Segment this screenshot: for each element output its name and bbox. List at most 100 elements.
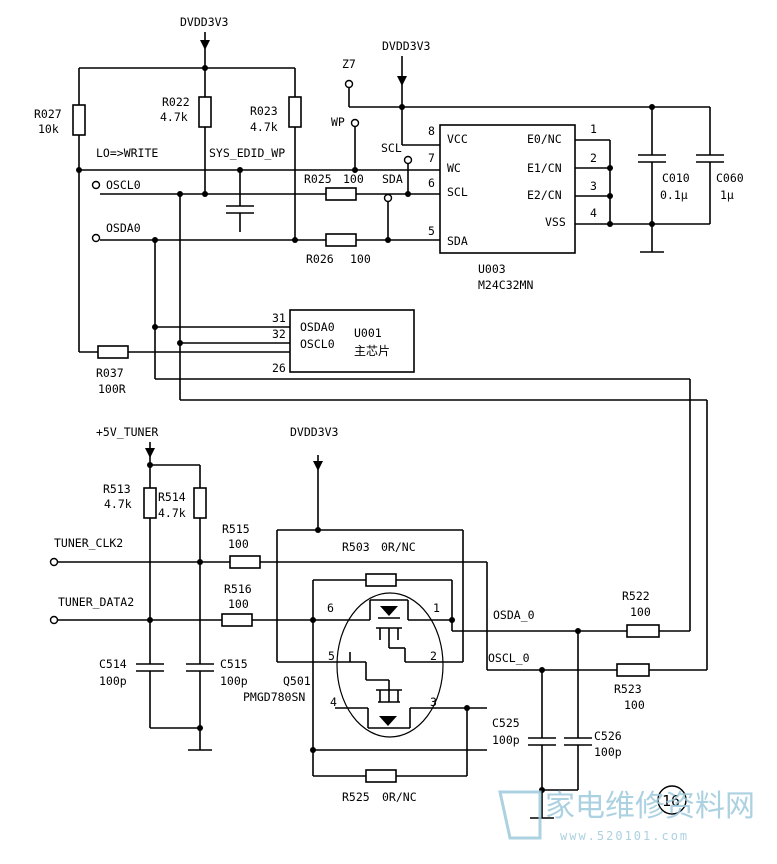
resistor-r503 (365, 573, 397, 587)
ref-r037: R037 (96, 366, 124, 380)
pin-name-u003-7: WC (447, 161, 461, 175)
pin-name-u003-8: VCC (447, 132, 468, 146)
ref-r503: R503 (342, 540, 370, 554)
net-label-sys-edid-wp: SYS_EDID_WP (209, 146, 285, 160)
pin-num-u001-32: 32 (272, 327, 286, 341)
value-c515: 100p (220, 674, 248, 688)
watermark-text: 家电维修资料网 (545, 789, 755, 824)
ref-r027: R027 (34, 107, 62, 121)
pin-num-u003-4: 4 (590, 206, 597, 220)
main-chip-section: R037 100R 31 32 26 OSDA0 OSCL0 U001 主芯片 (79, 194, 708, 670)
ref-r523: R523 (614, 682, 642, 696)
value-r513: 4.7k (104, 497, 132, 511)
value-r523: 100 (624, 698, 645, 712)
resistor-r516 (221, 613, 253, 627)
q501-pin-5: 5 (328, 649, 335, 663)
test-point-z7 (344, 79, 354, 89)
value-r023: 4.7k (250, 120, 278, 134)
tuner-section: +5V_TUNER R513 4.7k R514 4.7k TUNER_CLK2… (49, 425, 707, 819)
resistor-r022 (198, 96, 212, 128)
ref-r022: R022 (162, 95, 190, 109)
ref-c060: C060 (716, 171, 744, 185)
supply-arrow-icon (397, 76, 407, 86)
ref-r023: R023 (250, 104, 278, 118)
pin-name-u003-4: VSS (545, 215, 566, 229)
terminal-osda0 (91, 233, 101, 243)
ref-r026: R026 (306, 252, 334, 266)
value-r026: 100 (350, 252, 371, 266)
value-r025: 100 (343, 172, 364, 186)
q501-pin-6: 6 (327, 601, 334, 615)
net-label-dvdd-top: DVDD3V3 (180, 15, 229, 29)
resistor-r515 (229, 555, 261, 569)
net-label-oscl0: OSCL0 (106, 178, 141, 192)
pin-name-u003-5: SDA (447, 234, 468, 248)
ref-c526: C526 (594, 729, 622, 743)
part-q501: PMGD780SN (243, 690, 305, 704)
value-r525: 0R/NC (382, 790, 417, 804)
ref-r514: R514 (158, 490, 186, 504)
resistor-r525 (365, 769, 397, 783)
part-u003: M24C32MN (478, 278, 533, 292)
value-r037: 100R (98, 382, 126, 396)
net-label-dvdd-q501: DVDD3V3 (290, 425, 339, 439)
resistor-r523 (616, 663, 650, 677)
value-r027: 10k (38, 122, 59, 136)
value-r515: 100 (228, 537, 249, 551)
pin-num-u003-8: 8 (428, 124, 435, 138)
net-label-wp: WP (331, 115, 345, 129)
resistor-r522 (626, 624, 660, 638)
net-label-dvdd-eeprom: DVDD3V3 (382, 39, 431, 53)
resistor-r023 (288, 96, 302, 128)
mosfet-q501 (336, 592, 444, 738)
terminal-tuner-clk (49, 557, 59, 567)
pin-num-u001-26: 26 (272, 361, 286, 375)
net-label-tuner-clk: TUNER_CLK2 (54, 536, 123, 550)
supply-arrow-icon (200, 40, 210, 50)
ref-c525: C525 (492, 716, 520, 730)
eeprom-u003 (439, 124, 576, 254)
pin-num-u003-7: 7 (428, 151, 435, 165)
value-r516: 100 (228, 597, 249, 611)
value-r022: 4.7k (160, 110, 188, 124)
pin-name-u003-3: E2/CN (527, 188, 562, 202)
diode-icon (380, 606, 398, 616)
net-label-tuner-data: TUNER_DATA2 (58, 595, 134, 609)
q501-pin-1: 1 (433, 601, 440, 615)
supply-arrow-icon (313, 461, 323, 471)
resistor-r027 (72, 104, 86, 136)
net-label-osda-0: OSDA_0 (493, 608, 535, 622)
resistor-r513 (143, 487, 157, 519)
watermark: 家电维修资料网 www.520101.com (498, 789, 755, 843)
resistor-r026 (325, 233, 357, 247)
value-c525: 100p (492, 733, 520, 747)
pin-num-u003-3: 3 (590, 179, 597, 193)
net-label-scl-tp: SCL (381, 141, 402, 155)
ref-c514: C514 (99, 657, 127, 671)
ref-r025: R025 (304, 172, 332, 186)
value-r503: 0R/NC (381, 540, 416, 554)
resistor-r037 (97, 345, 129, 359)
test-point-scl (403, 155, 413, 165)
eeprom-section: DVDD3V3 R027 10k LO=>WRITE R022 4.7k R02… (34, 15, 744, 352)
desc-u001: 主芯片 (354, 344, 390, 358)
net-label-z7: Z7 (342, 57, 356, 71)
value-r522: 100 (630, 605, 651, 619)
net-label-sda-tp: SDA (382, 172, 403, 186)
pin-num-u003-5: 5 (428, 224, 435, 238)
pin-num-u003-6: 6 (428, 176, 435, 190)
test-point-sda (383, 193, 393, 203)
net-label-oscl-0: OSCL_0 (488, 651, 530, 665)
net-label-osda0: OSDA0 (106, 221, 141, 235)
value-c526: 100p (594, 745, 622, 759)
value-r514: 4.7k (158, 506, 186, 520)
ref-r525: R525 (342, 790, 370, 804)
resistor-r025 (325, 187, 357, 201)
watermark-url: www.520101.com (560, 829, 689, 843)
ref-q501: Q501 (283, 674, 311, 688)
terminal-tuner-data (49, 615, 59, 625)
ref-r513: R513 (103, 482, 131, 496)
value-c514: 100p (99, 674, 127, 688)
diode-icon (379, 716, 397, 726)
